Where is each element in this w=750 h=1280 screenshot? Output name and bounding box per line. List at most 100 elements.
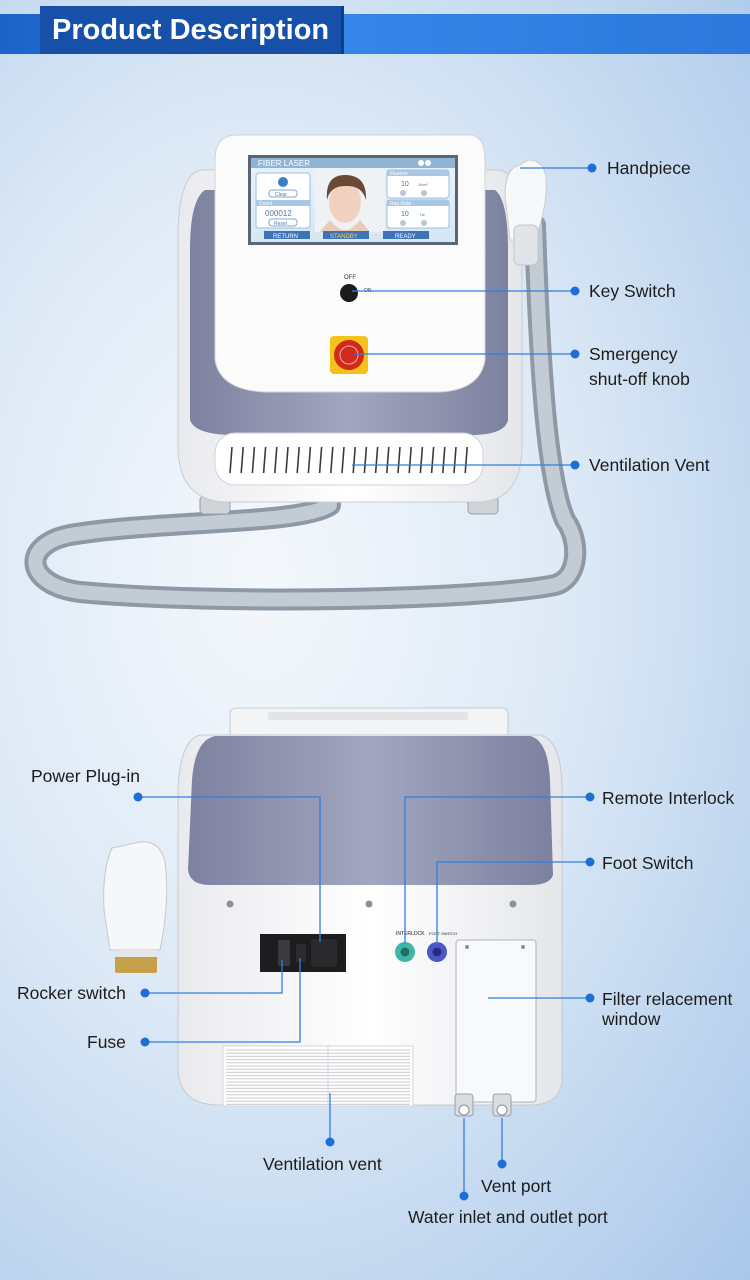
front-vent-slots [229, 446, 468, 474]
screen-brand: FIBER LASER [258, 159, 310, 168]
model-face-image [329, 181, 361, 223]
screen-fluence-up-button[interactable] [421, 190, 427, 196]
callout-line-foot-switch [436, 861, 590, 944]
handpiece-tip [115, 955, 157, 973]
label-filter-line-2: window [602, 1009, 661, 1029]
front-vent-slot [274, 446, 278, 474]
key-switch-knob[interactable] [340, 284, 358, 302]
key-off-label: OFF [344, 275, 356, 281]
label-rocker-switch: Rocker switch [17, 983, 126, 1003]
screen-rep-rate-value: 10 [401, 211, 409, 218]
screen-reset-button[interactable]: Reset [274, 221, 288, 227]
front-vent-slot [296, 446, 300, 474]
callout-dot-water-port [459, 1191, 469, 1201]
screen-rep-rate-down-button[interactable] [400, 220, 406, 226]
fuse-holder [296, 944, 306, 962]
front-vent-slot [240, 446, 244, 474]
screen-gear-icon [418, 160, 424, 166]
front-vent-slot [386, 446, 390, 474]
label-foot-switch: Foot Switch [602, 853, 694, 873]
front-vent-slot [341, 446, 345, 474]
screen-fluence-value: 10 [401, 181, 409, 188]
front-vent-slot [330, 446, 334, 474]
front-vent-slot [453, 446, 457, 474]
label-water-port: Water inlet and outlet port [408, 1207, 608, 1227]
screen-count-value: 000012 [265, 209, 292, 218]
rocker-switch[interactable] [278, 940, 290, 966]
callout-dot-filter [585, 993, 595, 1003]
label-ventilation-vent-back: Ventilation vent [263, 1154, 382, 1174]
callout-dot-vent [570, 460, 580, 470]
front-ventilation-grille [214, 432, 484, 486]
back-screw-3 [509, 900, 517, 908]
label-emergency-line-2: shut-off knob [589, 369, 690, 389]
front-vent-slot [229, 446, 233, 474]
front-vent-slot [397, 446, 401, 474]
screen-fluence-unit: J/cm² [418, 182, 428, 187]
screen-mode-icon [278, 177, 288, 187]
front-vent-slot [318, 446, 323, 474]
front-vent-slot [430, 446, 435, 474]
screen-standby-button[interactable]: STANDBY [330, 234, 358, 240]
callout-lines [138, 167, 592, 1196]
front-vent-slot [408, 446, 412, 474]
callout-dot-vent-back [325, 1137, 335, 1147]
front-vent-slot [307, 446, 312, 474]
foot-switch-label: FOOT SWITCH [429, 931, 457, 936]
callout-dots [133, 163, 597, 1201]
callout-line-rocker [145, 960, 283, 994]
front-vent-slot [251, 446, 256, 474]
callout-dot-vent-port [497, 1159, 507, 1169]
callout-dot-foot-switch [585, 857, 595, 867]
filter-replacement-window[interactable] [455, 939, 537, 1103]
front-vent-slot [464, 446, 468, 474]
callout-dot-emergency [570, 349, 580, 359]
back-handpiece [103, 841, 168, 951]
label-ventilation-vent: Ventilation Vent [589, 455, 710, 475]
label-fuse: Fuse [87, 1032, 126, 1052]
label-key-switch: Key Switch [589, 281, 676, 301]
front-vent-slot [352, 446, 356, 474]
callout-dot-key-switch [570, 286, 580, 296]
screen-rep-rate-label: Rep Rate [390, 201, 411, 207]
front-vent-slot [442, 446, 446, 474]
label-remote-interlock: Remote Interlock [602, 788, 735, 808]
callout-dot-power-plug [133, 792, 143, 802]
power-inlet-socket[interactable] [311, 939, 337, 967]
screen-return-button[interactable]: RETURN [273, 234, 298, 240]
screen-settings-icon [425, 160, 431, 166]
screen-rep-rate-unit: Hz [420, 212, 425, 217]
front-vent-slot [374, 446, 379, 474]
screen-ready-button[interactable]: READY [395, 234, 416, 240]
back-vent-slots [226, 1049, 410, 1105]
back-device: INTERLOCK FOOT SWITCH [103, 707, 563, 1117]
front-device: FIBER LASER Clear Count 000012 Reset Flu… [24, 134, 587, 611]
callout-dot-interlock [585, 792, 595, 802]
screen-fluence-down-button[interactable] [400, 190, 406, 196]
front-handpiece [504, 159, 547, 241]
callout-line-interlock [404, 796, 590, 944]
interlock-label: INTERLOCK [396, 931, 425, 937]
callout-line-fuse [145, 958, 301, 1043]
back-top-panel [188, 736, 553, 885]
back-screw-1 [226, 900, 234, 908]
back-screw-2 [365, 900, 373, 908]
emergency-stop-knob[interactable] [334, 340, 364, 370]
screen-fluence-label: Fluence [390, 171, 408, 177]
front-vent-slot [262, 446, 267, 474]
label-emergency-line-1: Smergency [589, 344, 678, 364]
screen-count-label: Count [259, 201, 273, 207]
page-title: Product Description [40, 6, 342, 54]
screen-rep-rate-up-button[interactable] [421, 220, 427, 226]
front-vent-slot [419, 446, 424, 474]
label-power-plug-in: Power Plug-in [31, 766, 140, 786]
front-vent-slot [285, 446, 289, 474]
label-filter-line-1: Filter relacement [602, 989, 733, 1009]
label-handpiece: Handpiece [607, 158, 691, 178]
label-vent-port: Vent port [481, 1176, 552, 1196]
callout-line-power-plug [138, 796, 321, 942]
screen-clear-button[interactable]: Clear [275, 192, 287, 198]
front-vent-slot [363, 446, 368, 474]
